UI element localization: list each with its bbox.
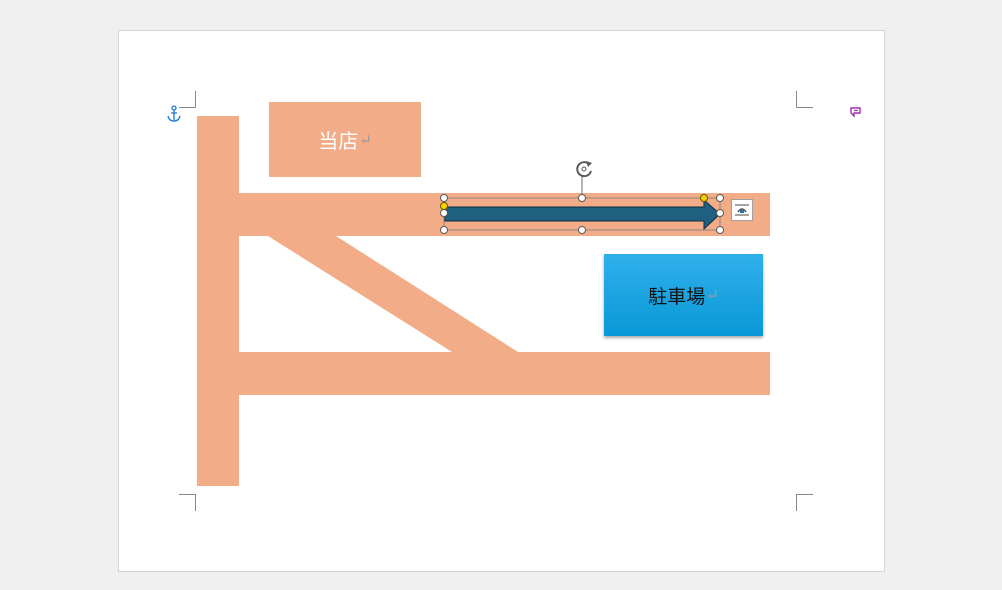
paragraph-mark: ↵ [706,286,719,304]
parking-label-box[interactable]: 駐車場↵ [604,254,763,336]
adjust-handle-shaft[interactable] [440,202,448,210]
parking-label: 駐車場 [648,285,706,308]
shop-label-box[interactable]: 当店↵ [269,102,421,177]
resize-handle-bottom-right[interactable] [716,226,724,234]
shop-label: 当店 [318,129,359,153]
rotate-handle-icon[interactable] [573,158,595,180]
layout-options-button[interactable] [731,199,753,221]
resize-handle-bottom[interactable] [578,226,586,234]
road-vertical [197,116,239,486]
adjust-handle-head[interactable] [700,194,708,202]
margin-corner-bottom-right [796,494,813,511]
resize-handle-top[interactable] [578,194,586,202]
resize-handle-top-right[interactable] [716,194,724,202]
resize-handle-right[interactable] [716,209,724,217]
resize-handle-left[interactable] [440,209,448,217]
paragraph-mark: ↵ [359,130,372,149]
arrow-shape [444,198,721,231]
margin-corner-top-left [179,91,196,108]
format-mark-icon [850,107,861,118]
resize-handle-bottom-left[interactable] [440,226,448,234]
resize-handle-top-left[interactable] [440,194,448,202]
margin-corner-top-right [796,91,813,108]
anchor-icon[interactable] [166,105,182,123]
road-lower-horizontal [239,352,770,395]
layout-options-icon [735,204,749,216]
road-diagonal [268,236,518,352]
margin-corner-bottom-left [179,494,196,511]
